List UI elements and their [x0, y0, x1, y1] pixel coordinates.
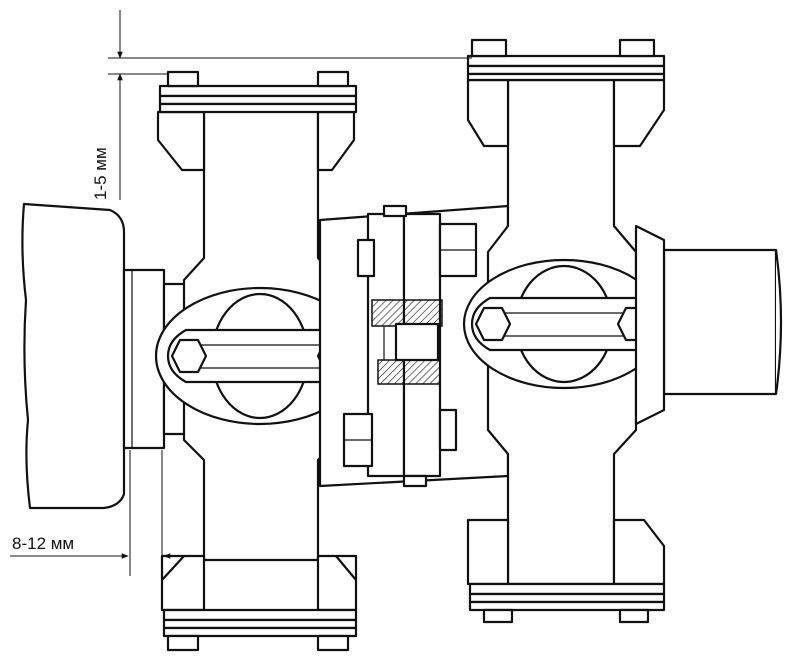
gap-dimension — [108, 10, 472, 200]
left-cross — [154, 286, 366, 426]
offset-dimension — [10, 450, 192, 576]
gap-label: 1-5 мм — [91, 147, 110, 200]
center-flange — [318, 204, 510, 488]
right-cross — [462, 258, 666, 390]
offset-label: 8-12 мм — [12, 534, 74, 553]
right-shaft — [634, 224, 783, 426]
